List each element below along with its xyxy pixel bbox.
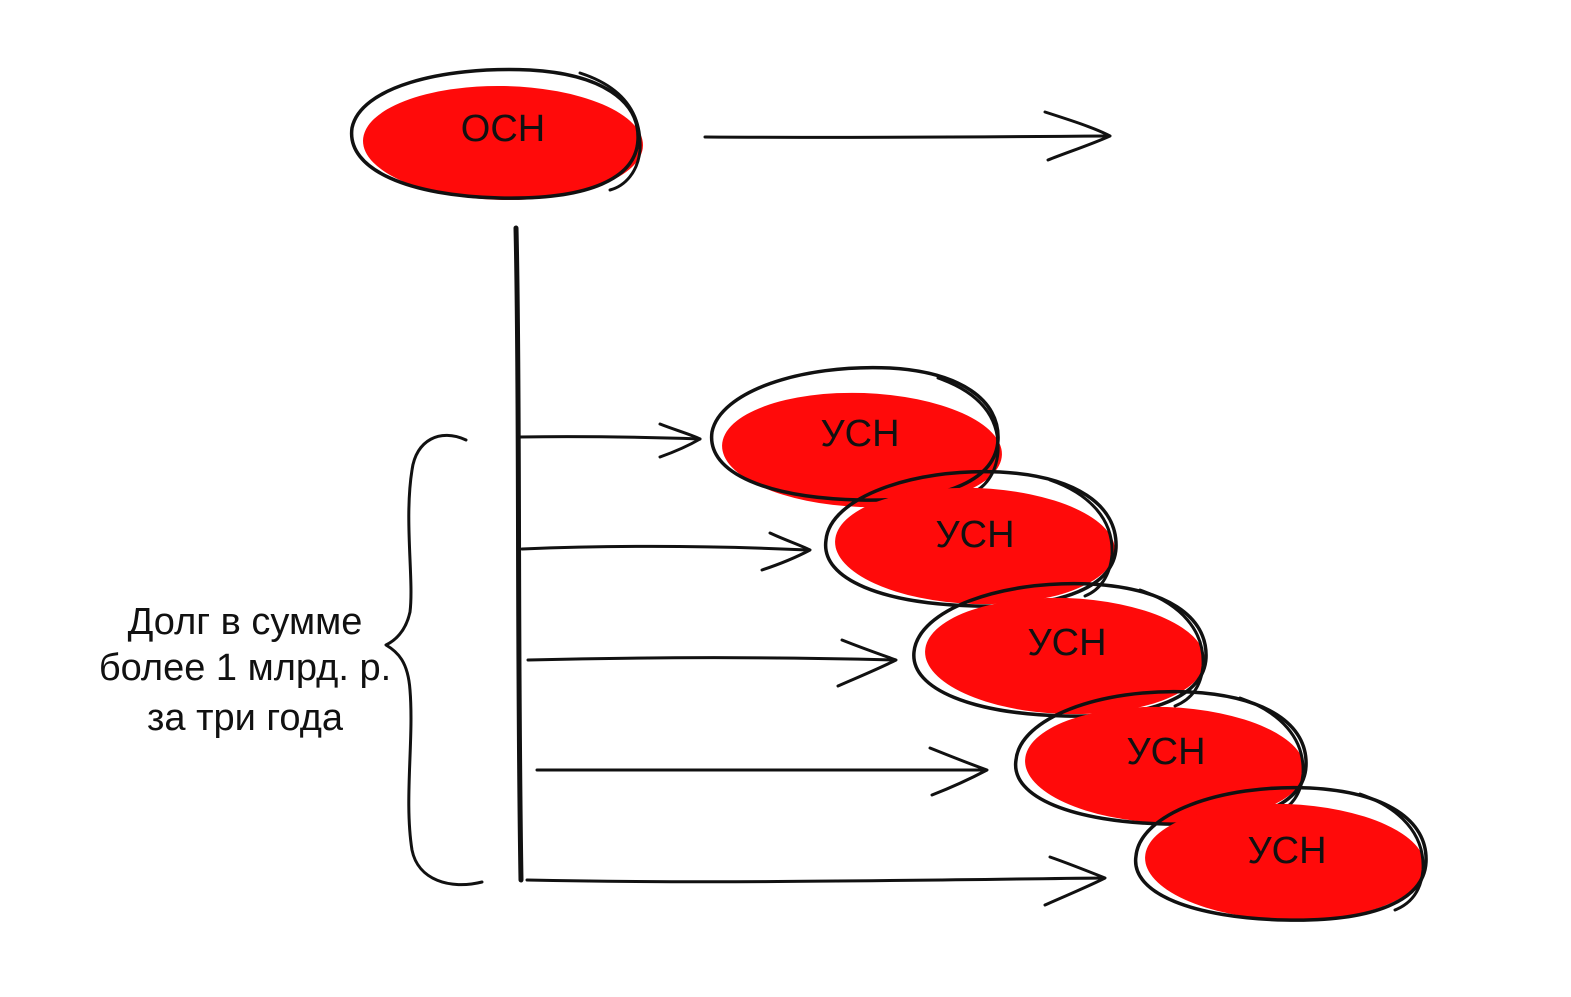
node-usn-5-sketch-stroke	[1358, 792, 1425, 912]
node-usn-3-outline	[912, 581, 1208, 718]
branch-arrow-1-head	[658, 422, 702, 459]
branch-arrow-1-shaft	[518, 435, 702, 441]
node-usn-1-blob	[722, 392, 1002, 508]
node-usn-4-outline	[1013, 689, 1308, 826]
branch-arrow-5-head	[1043, 855, 1107, 907]
branch-arrow-5	[525, 855, 1107, 907]
node-osn-outline	[349, 67, 640, 200]
branch-arrow-4-head	[928, 746, 989, 797]
branch-arrow-2	[520, 531, 812, 572]
node-usn-4-label: УСН	[1126, 731, 1205, 773]
node-usn-2-outline	[823, 469, 1118, 608]
node-usn-1: УСН	[709, 365, 1002, 508]
node-usn-5-blob	[1145, 803, 1425, 921]
node-usn-5-outline	[1133, 785, 1428, 922]
curly-brace	[384, 434, 484, 887]
debt-annotation: Долг в сумме более 1 млрд. р. за три год…	[99, 601, 391, 739]
branch-arrow-5-shaft	[525, 876, 1105, 884]
branch-arrow-3	[526, 638, 898, 688]
arrow-osn-right	[703, 110, 1112, 162]
branch-arrow-2-shaft	[520, 544, 810, 552]
node-usn-3: УСН	[912, 581, 1208, 718]
arrow-osn-head	[1043, 110, 1112, 162]
annotation-line-3: за три года	[147, 697, 344, 739]
node-usn-2-sketch-stroke	[1048, 478, 1114, 598]
node-usn-3-sketch-stroke	[1138, 588, 1205, 708]
branch-arrows	[518, 422, 1107, 907]
node-usn-1-label: УСН	[820, 413, 899, 455]
branch-arrow-4-shaft	[535, 767, 987, 772]
node-usn-3-label: УСН	[1027, 622, 1106, 664]
node-usn-2-label: УСН	[935, 514, 1014, 556]
branch-arrow-1	[518, 422, 702, 459]
branch-arrow-3-shaft	[526, 656, 897, 662]
node-usn-2: УСН	[823, 469, 1118, 608]
arrow-osn-shaft	[703, 134, 1110, 139]
node-usn-3-blob	[925, 597, 1205, 715]
node-osn: ОСН	[349, 67, 643, 201]
branch-arrow-4	[535, 746, 989, 797]
node-usn-5-label: УСН	[1247, 830, 1326, 872]
annotation-line-1: Долг в сумме	[128, 601, 363, 643]
annotation-line-2: более 1 млрд. р.	[99, 647, 391, 689]
vertical-trunk-line	[513, 225, 524, 883]
node-usn-5: УСН	[1133, 785, 1428, 922]
node-usn-2-blob	[835, 487, 1115, 605]
node-osn-sketch-stroke	[578, 71, 642, 192]
branch-arrow-3-head	[836, 638, 898, 688]
node-usn-1-sketch-stroke	[936, 376, 1000, 496]
node-osn-blob	[363, 85, 643, 201]
node-osn-label: ОСН	[461, 108, 545, 150]
branch-arrow-2-head	[760, 531, 812, 572]
